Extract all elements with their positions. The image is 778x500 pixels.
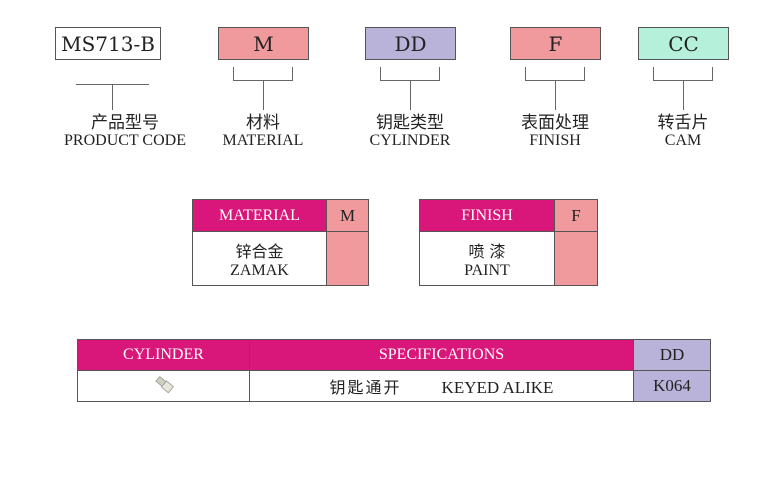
label-cn: 材料: [246, 113, 280, 133]
label-cn: 钥匙类型: [376, 113, 444, 133]
finish-header: FINISH: [419, 199, 555, 232]
material-cn: 锌合金: [235, 241, 284, 261]
connector-line: [410, 81, 411, 110]
finish-code: F: [554, 199, 598, 232]
material-swatch: [326, 231, 369, 286]
finish-code-box: F: [510, 27, 601, 60]
bracket: [653, 67, 713, 81]
spec-cn: 钥匙通开: [329, 378, 402, 397]
finish-cn: 喷 漆: [468, 241, 506, 261]
bracket: [233, 67, 293, 81]
cylinder-header: CYLINDER: [77, 339, 250, 371]
connector-line: [112, 84, 113, 110]
label-en: CYLINDER: [369, 132, 451, 149]
bracket: [380, 67, 440, 81]
label-en: PRODUCT CODE: [64, 132, 186, 149]
material-code-box: M: [218, 27, 309, 60]
product-code-box: MS713-B: [55, 27, 161, 60]
label-cn: 表面处理: [521, 113, 589, 133]
cylinder-code-value: K064: [633, 370, 711, 402]
bracket: [525, 67, 585, 81]
connector-line: [555, 81, 556, 110]
cylinder-code-header: DD: [633, 339, 711, 371]
specifications-header: SPECIFICATIONS: [249, 339, 634, 371]
label-en: FINISH: [529, 132, 581, 149]
cylinder-image-cell: [77, 370, 250, 402]
key-icon: [154, 375, 174, 393]
material-code: M: [326, 199, 369, 232]
connector-line: [683, 81, 684, 110]
connector-line: [263, 81, 264, 110]
finish-swatch: [554, 231, 598, 286]
material-en: ZAMAK: [230, 261, 289, 279]
finish-en: PAINT: [464, 261, 510, 279]
cylinder-code-box: DD: [365, 27, 456, 60]
specification-value: 钥匙通开 KEYED ALIKE: [249, 370, 634, 402]
label-cn: 转舌片: [657, 113, 709, 133]
spec-en: KEYED ALIKE: [441, 378, 554, 397]
label-en: CAM: [664, 132, 702, 149]
label-en: MATERIAL: [222, 132, 304, 149]
cam-code-box: CC: [638, 27, 729, 60]
material-header: MATERIAL: [192, 199, 327, 232]
label-cn: 产品型号: [91, 113, 159, 133]
